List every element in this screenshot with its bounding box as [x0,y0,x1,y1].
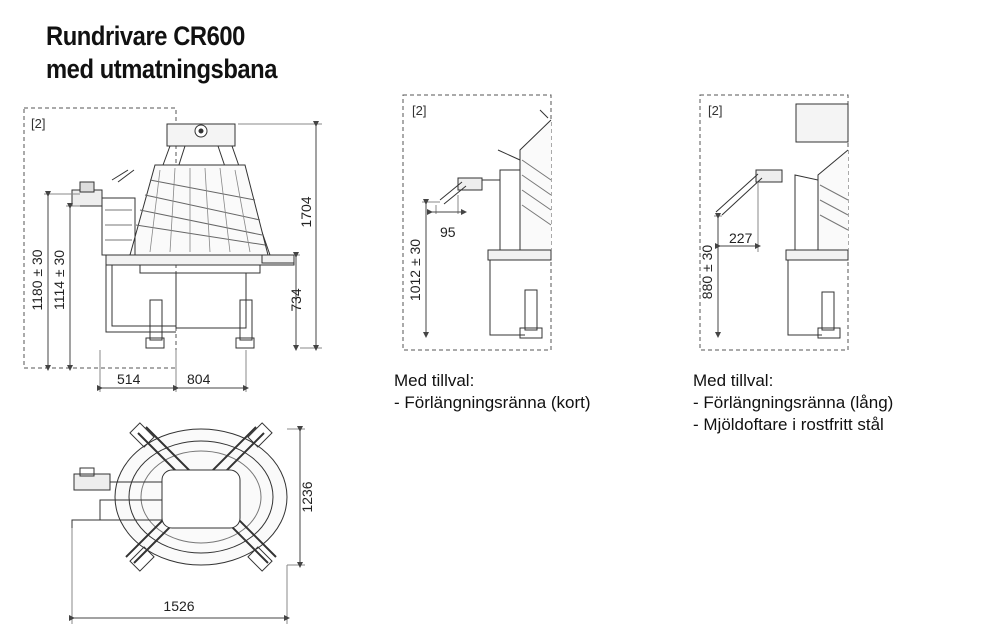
dim-outlet-height-a: 1180 ± 30 [29,249,45,310]
zone-tag: [2] [412,103,426,118]
title-line-1: Rundrivare CR600 [46,21,245,51]
caption-item: - Förlängningsränna (kort) [394,393,591,412]
dim-height: 880 ± 30 [699,245,715,300]
caption-item: - Mjöldoftare i rostfritt stål [693,415,884,434]
zone-tag: [2] [708,103,722,118]
dim-width-left: 514 [117,371,141,387]
dim-depth: 1236 [299,481,315,512]
dim-offset: 95 [440,224,456,240]
flour-duster [795,103,849,143]
option-short-caption: Med tillval: - Förlängningsränna (kort) [394,370,591,414]
dim-outlet-height-b: 1114 ± 30 [51,250,67,310]
dim-overall-height: 1704 [298,196,314,227]
caption-heading: Med tillval: [693,371,774,390]
top-view: 1236 1526 [69,422,315,624]
dim-offset: 227 [729,230,753,246]
dim-width: 1526 [163,598,194,614]
option-short-view: [2] 95 1012 ± 30 [402,94,552,351]
option-long-caption: Med tillval: - Förlängningsränna (lång) … [693,370,893,436]
dim-width-right: 804 [187,371,211,387]
page-title: Rundrivare CR600 med utmatningsbana [46,20,277,86]
option-long-view: [2] 227 880 ± 30 [699,94,849,351]
caption-item: - Förlängningsränna (lång) [693,393,894,412]
title-line-2: med utmatningsbana [46,54,278,84]
dim-height: 1012 ± 30 [407,239,423,301]
dim-table-height: 734 [288,288,304,312]
zone-tag: [2] [31,116,45,131]
main-side-view: [2] 1704 734 [23,107,322,392]
caption-heading: Med tillval: [394,371,475,390]
